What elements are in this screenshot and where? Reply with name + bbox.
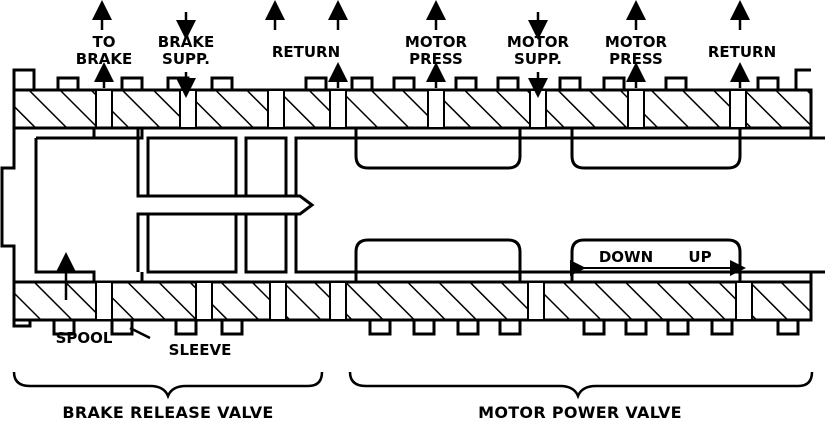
- top-housing: [12, 68, 813, 130]
- port-label-return-2: RETURN: [707, 43, 777, 61]
- spool-label: SPOOL: [55, 329, 113, 347]
- bottom-housing: [12, 280, 813, 336]
- port-arrows: [56, 0, 750, 340]
- down-label: DOWN: [596, 248, 656, 266]
- brake-release-brace: [12, 371, 324, 400]
- brake-release-valve-title: BRAKE RELEASE VALVE: [62, 403, 274, 422]
- motor-power-brace: [348, 371, 814, 400]
- motor-power-valve-title: MOTOR POWER VALVE: [478, 403, 682, 422]
- port-label-return-1: RETURN: [271, 43, 341, 61]
- up-label: UP: [686, 248, 714, 266]
- sleeve-label: SLEEVE: [168, 341, 232, 359]
